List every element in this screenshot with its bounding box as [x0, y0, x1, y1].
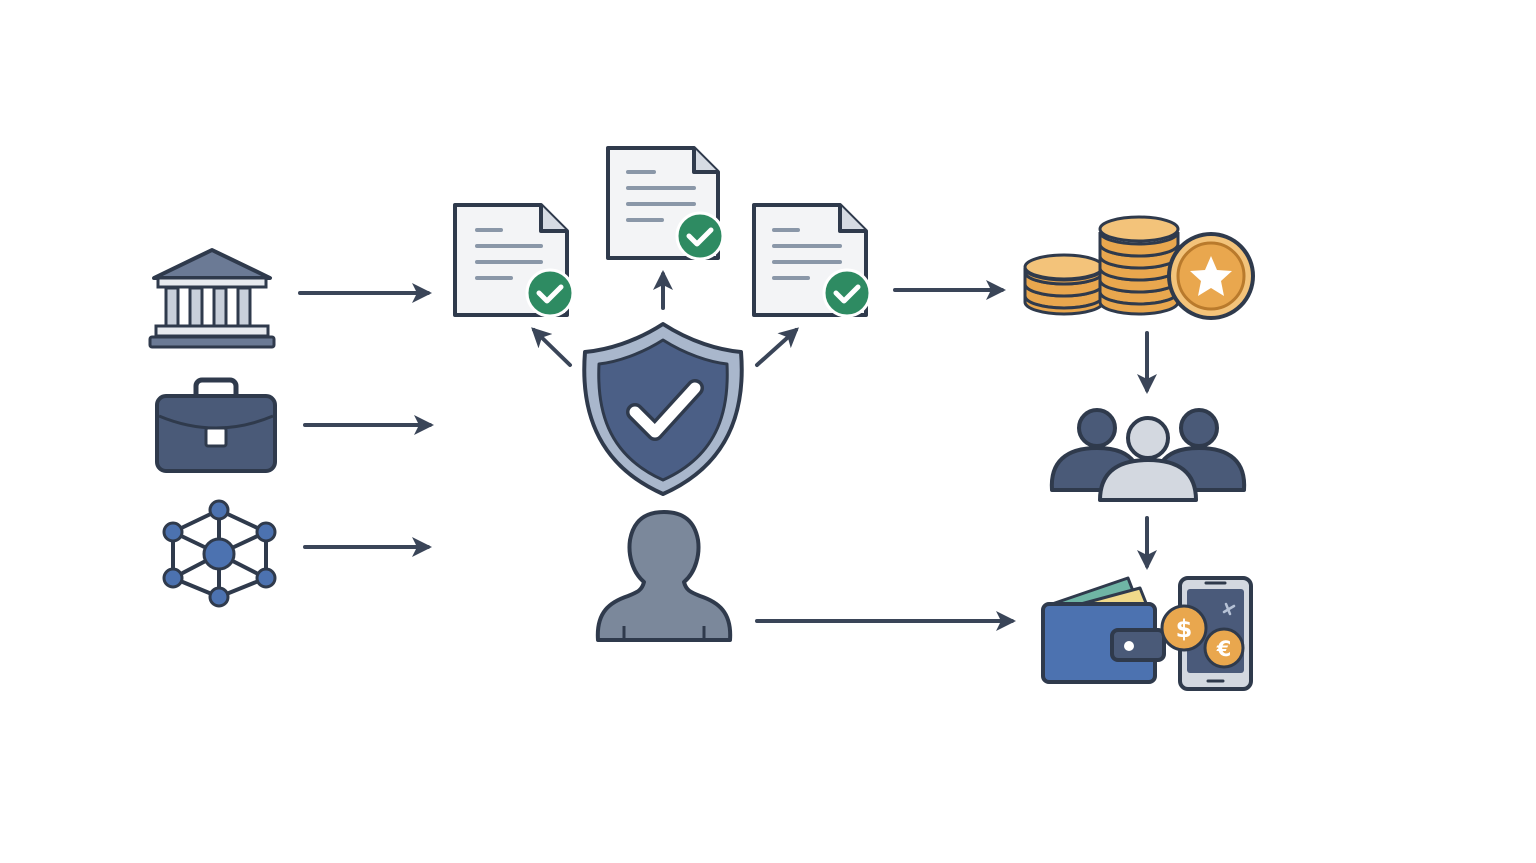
dollar-coin-icon: $ [1160, 604, 1208, 652]
svg-text:$: $ [1176, 615, 1193, 643]
arrow-shield-to-document-left [531, 327, 572, 367]
check-badge-icon [822, 268, 872, 318]
arrows [298, 270, 1157, 631]
document-check-icon-right [752, 203, 872, 318]
wallet-mobile-icon: $ € [1041, 576, 1253, 691]
shield-check-icon [582, 322, 744, 496]
document-check-icon-left [453, 203, 575, 318]
star-coin-icon [1167, 232, 1255, 320]
check-badge-icon [525, 268, 575, 318]
briefcase-icon [155, 377, 277, 473]
document-check-icon-top [606, 146, 725, 261]
bank-icon [148, 248, 276, 349]
group-icon [1049, 408, 1247, 502]
network-icon [162, 499, 277, 608]
arrow-shield-to-document-right [755, 327, 799, 367]
euro-coin-icon: € [1203, 627, 1245, 669]
user-icon [595, 510, 733, 642]
check-badge-icon [675, 211, 725, 261]
coins-stack-icon [1023, 215, 1255, 320]
svg-text:€: € [1216, 637, 1232, 661]
